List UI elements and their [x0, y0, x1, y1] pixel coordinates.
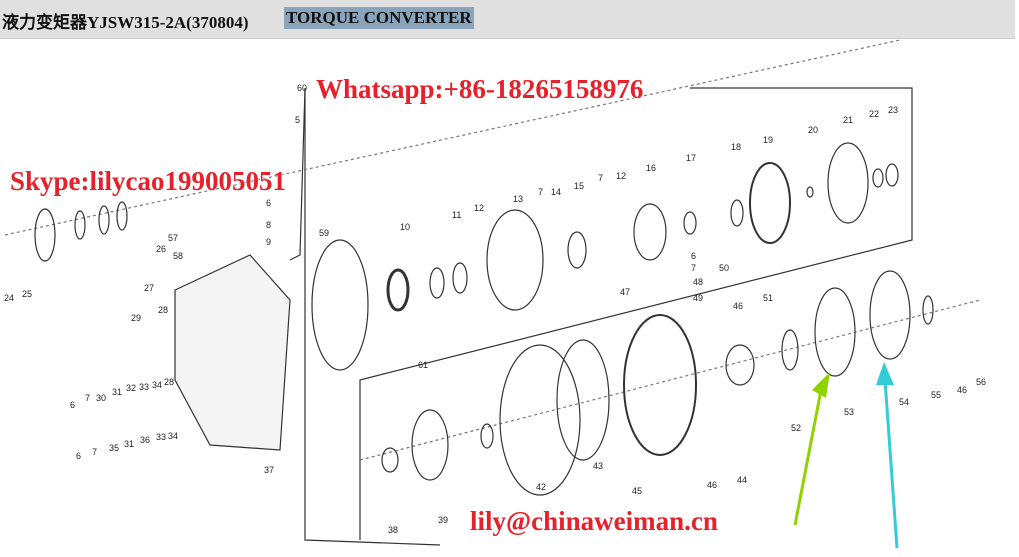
part-label: 55 [931, 390, 941, 400]
part-label: 5 [295, 115, 300, 125]
part-label: 25 [22, 289, 32, 299]
part-label: 28 [158, 305, 168, 315]
part-label: 16 [646, 163, 656, 173]
part-label: 51 [763, 293, 773, 303]
part-label: 32 [126, 383, 136, 393]
part-label: 52 [791, 423, 801, 433]
part-label: 22 [869, 109, 879, 119]
part-label: 18 [731, 142, 741, 152]
part-label: 60 [297, 83, 307, 93]
part-label: 53 [844, 407, 854, 417]
part-label: 47 [620, 287, 630, 297]
part-label: 44 [737, 475, 747, 485]
part-label: 12 [616, 171, 626, 181]
part-label: 7 [92, 447, 97, 457]
part-label: 13 [513, 194, 523, 204]
part-label: 46 [733, 301, 743, 311]
part-label: 54 [899, 397, 909, 407]
part-label: 11 [452, 210, 461, 220]
part-label: 49 [693, 293, 703, 303]
part-label: 31 [112, 387, 122, 397]
part-label: 28 [164, 377, 174, 387]
highlight-arrows [793, 362, 899, 549]
part-label: 48 [693, 277, 703, 287]
part-label: 8 [266, 220, 271, 230]
part-label: 17 [686, 153, 696, 163]
part-label: 56 [976, 377, 986, 387]
page-subtitle-highlighted: TORQUE CONVERTER [284, 7, 474, 29]
part-label: 24 [4, 293, 14, 303]
part-label: 20 [808, 125, 818, 135]
part-labels: 60 5 18 19 20 21 22 23 6 8 9 57 58 26 28… [4, 83, 986, 535]
part-label: 6 [70, 400, 75, 410]
part-label: 6 [76, 451, 81, 461]
part-label: 27 [144, 283, 154, 293]
part-label: 7 [691, 263, 696, 273]
cyan-arrow-icon [883, 379, 899, 549]
part-label: 34 [168, 431, 178, 441]
part-label: 46 [707, 480, 717, 490]
diagram-lines [4, 39, 981, 546]
part-label: 19 [763, 135, 773, 145]
part-label: 7 [85, 393, 90, 403]
part-label: 45 [632, 486, 642, 496]
part-label: 21 [843, 115, 853, 125]
part-label: 7 [598, 173, 603, 183]
part-label: 29 [131, 313, 141, 323]
part-label: 34 [152, 380, 162, 390]
part-label: 58 [173, 251, 183, 261]
part-label: 10 [400, 222, 410, 232]
part-label: 7 [538, 187, 543, 197]
part-label: 14 [551, 187, 561, 197]
part-label: 38 [388, 525, 398, 535]
part-label: 33 [139, 382, 149, 392]
part-label: 61 [418, 360, 428, 370]
part-label: 12 [474, 203, 484, 213]
part-label: 39 [438, 515, 448, 525]
part-label: 6 [266, 198, 271, 208]
header-bar: 液力变矩器YJSW315-2A(370804) TORQUE CONVERTER [0, 0, 1015, 39]
part-label: 42 [536, 482, 546, 492]
part-label: 35 [109, 443, 119, 453]
email-watermark: lily@chinaweiman.cn [470, 506, 718, 536]
skype-watermark: Skype:lilycao199005051 [10, 166, 286, 196]
page-title: 液力变矩器YJSW315-2A(370804) [2, 13, 249, 32]
part-label: 59 [319, 228, 329, 238]
part-label: 36 [140, 435, 150, 445]
part-label: 23 [888, 105, 898, 115]
part-label: 37 [264, 465, 274, 475]
part-label: 9 [266, 237, 271, 247]
whatsapp-watermark: Whatsapp:+86-18265158976 [316, 74, 643, 104]
part-label: 33 [156, 432, 166, 442]
part-label: 26 [156, 244, 166, 254]
part-label: 50 [719, 263, 729, 273]
part-label: 57 [168, 233, 178, 243]
part-label: 30 [96, 393, 106, 403]
part-label: 6 [691, 251, 696, 261]
part-label: 46 [957, 385, 967, 395]
part-label: 15 [574, 181, 584, 191]
green-arrow-icon [793, 384, 824, 526]
part-label: 31 [124, 439, 134, 449]
part-label: 43 [593, 461, 603, 471]
